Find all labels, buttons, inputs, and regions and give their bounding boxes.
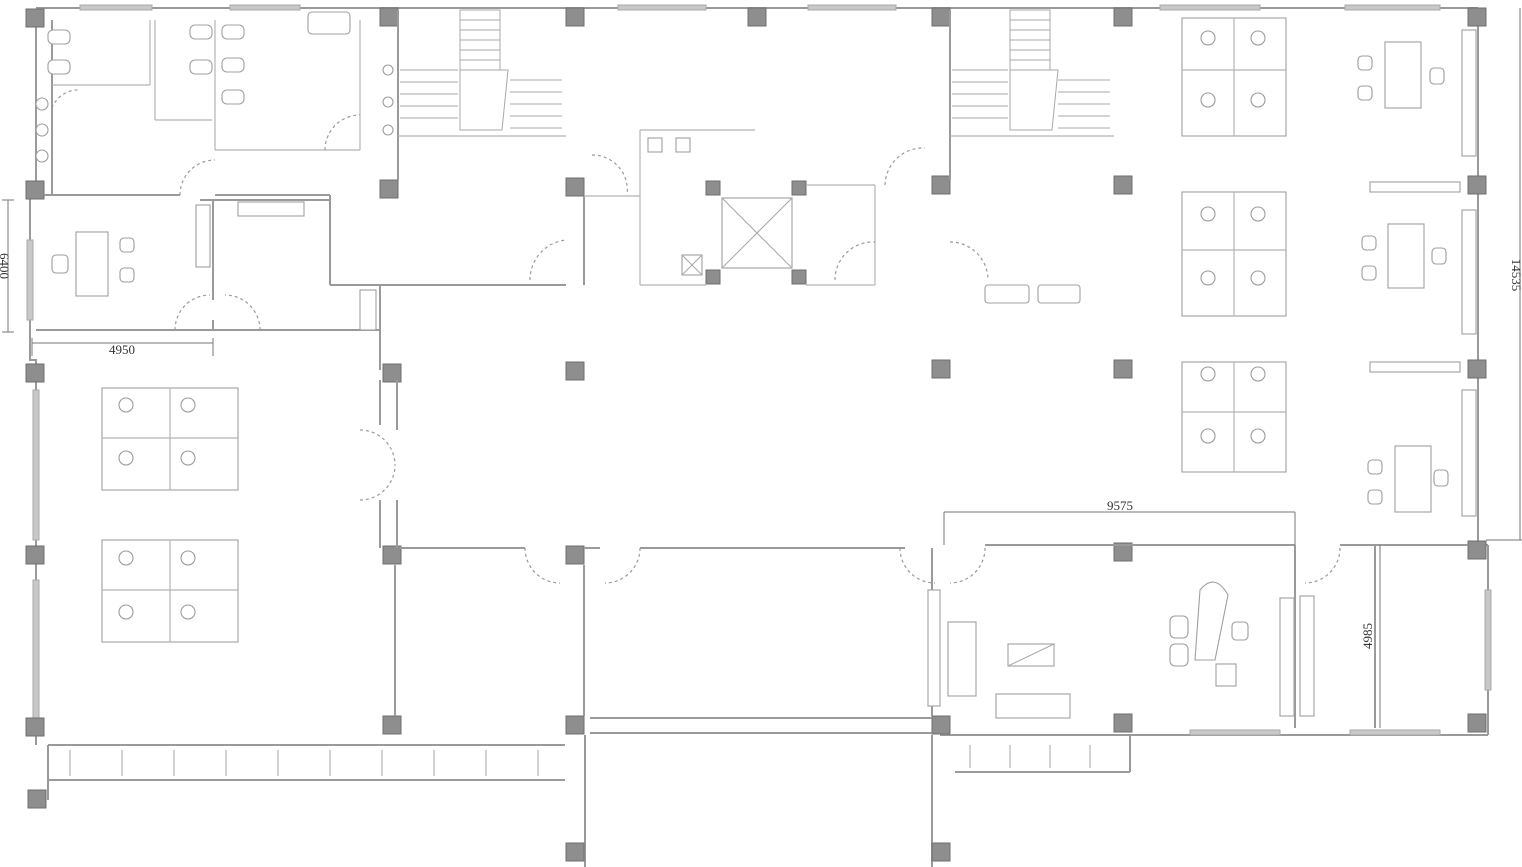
column xyxy=(382,363,402,383)
column xyxy=(1113,175,1133,195)
door-swing xyxy=(359,464,396,501)
window xyxy=(807,4,897,11)
column xyxy=(565,361,585,381)
stair-2 xyxy=(952,9,1110,131)
column xyxy=(25,717,45,737)
column xyxy=(565,715,585,735)
column xyxy=(931,842,951,862)
column xyxy=(705,180,721,196)
column xyxy=(565,842,585,862)
door-swing xyxy=(324,114,361,151)
door-swing xyxy=(179,159,216,196)
window xyxy=(1344,4,1441,11)
door-swing xyxy=(524,547,561,584)
private-offices-east xyxy=(1357,29,1477,517)
column xyxy=(791,269,807,285)
column xyxy=(1467,359,1487,379)
column xyxy=(1113,713,1133,733)
dimension-label-left-room-height: 6400 xyxy=(0,253,12,279)
dimension-label-small-room-height: 4985 xyxy=(1360,623,1375,649)
column xyxy=(791,180,807,196)
door-swing xyxy=(591,154,628,196)
doors xyxy=(51,89,1341,584)
windows xyxy=(26,4,1492,736)
column xyxy=(1113,7,1133,27)
column xyxy=(931,359,951,379)
door-swing xyxy=(529,239,567,281)
column xyxy=(1113,542,1133,562)
column xyxy=(1467,7,1487,27)
toilet-fixtures xyxy=(35,11,394,163)
column xyxy=(931,175,951,195)
door-swing xyxy=(949,241,989,281)
column xyxy=(27,789,47,809)
column xyxy=(565,177,585,197)
column xyxy=(1467,713,1487,733)
column xyxy=(1113,359,1133,379)
column xyxy=(25,8,45,28)
window xyxy=(617,4,707,11)
column xyxy=(565,7,585,27)
workstations-west xyxy=(101,387,239,643)
window xyxy=(1484,589,1492,691)
column xyxy=(931,7,951,27)
window xyxy=(229,4,301,11)
column xyxy=(379,179,399,199)
window xyxy=(1349,729,1441,736)
door-swing xyxy=(899,547,936,584)
dimension-label-top-left-width: 4950 xyxy=(109,342,135,357)
manager-office-furniture xyxy=(51,201,377,331)
door-swing xyxy=(174,294,211,331)
column xyxy=(382,715,402,735)
dimension-lines xyxy=(2,8,1522,728)
door-swing xyxy=(51,89,81,109)
door-swing xyxy=(604,547,641,584)
column xyxy=(25,180,45,200)
south-facade xyxy=(69,745,1091,776)
column xyxy=(382,545,402,565)
window xyxy=(32,389,40,541)
door-swing xyxy=(949,547,986,584)
column xyxy=(565,545,585,565)
window xyxy=(1159,4,1261,11)
workstations-east xyxy=(1181,17,1287,473)
elevator xyxy=(647,137,793,276)
dimension-label-meeting-width: 9575 xyxy=(1107,498,1133,513)
column xyxy=(379,7,399,27)
door-swing xyxy=(359,429,396,466)
gm-office-furniture xyxy=(927,581,1315,719)
door-swing xyxy=(1304,547,1341,584)
column xyxy=(25,363,45,383)
door-swing xyxy=(834,241,876,281)
window xyxy=(32,579,40,721)
window xyxy=(1189,729,1281,736)
door-swing xyxy=(884,147,926,186)
column xyxy=(931,715,951,735)
door-swing xyxy=(224,294,261,331)
window xyxy=(79,4,153,11)
column xyxy=(747,7,767,27)
column xyxy=(1467,540,1487,560)
lobby-sofas xyxy=(984,284,1081,304)
dimension-label-right-total-height: 14535 xyxy=(1509,259,1522,292)
column xyxy=(1467,175,1487,195)
stair-1 xyxy=(400,9,562,131)
columns xyxy=(25,7,1487,862)
window xyxy=(26,239,34,321)
column xyxy=(705,269,721,285)
column xyxy=(25,545,45,565)
